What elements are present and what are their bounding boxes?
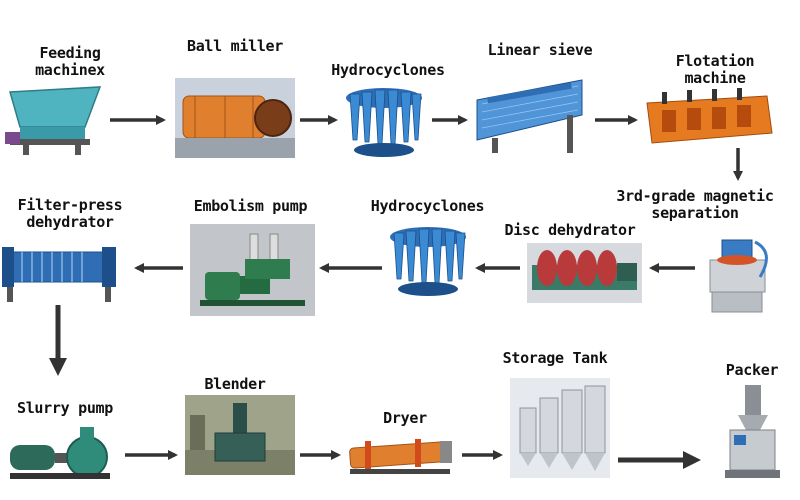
- label-dryer: Dryer: [383, 409, 427, 427]
- label-embolism-pump: Embolism pump: [193, 197, 308, 215]
- flotation-machine-image: [646, 88, 773, 144]
- label-slurry-pump: Slurry pump: [16, 399, 114, 417]
- filter-press-image: [2, 247, 116, 302]
- label-flotation-machine: Flotation machine: [675, 52, 755, 87]
- label-disc-dehydrator: Disc dehydrator: [504, 221, 636, 239]
- packer-image: [725, 385, 780, 478]
- label-blender: Blender: [204, 375, 266, 393]
- label-filter-press: Filter-press dehydrator: [17, 196, 123, 231]
- label-ball-miller: Ball miller: [186, 37, 284, 55]
- slurry-pump-image: [10, 427, 110, 479]
- storage-tank-image: [510, 378, 610, 478]
- label-feeding-machine: Feeding machinex: [35, 44, 105, 79]
- disc-dehydrator-image: [527, 243, 642, 303]
- hydrocyclones-mid-image: [390, 227, 466, 296]
- label-magnetic-separation: 3rd-grade magnetic separation: [616, 187, 774, 222]
- label-hydrocyclones-top: Hydrocyclones: [331, 61, 445, 79]
- dryer-image: [349, 439, 452, 474]
- label-storage-tank: Storage Tank: [502, 349, 608, 367]
- label-linear-sieve: Linear sieve: [487, 41, 593, 59]
- hydrocyclones-top-image: [346, 88, 422, 157]
- feeding-machine-image: [5, 86, 102, 155]
- embolism-pump-image: [190, 224, 315, 316]
- label-hydrocyclones-mid: Hydrocyclones: [370, 197, 485, 215]
- linear-sieve-image: [476, 79, 583, 153]
- magnetic-separation-image: [709, 239, 768, 313]
- blender-image: [185, 395, 295, 475]
- ball-miller-image: [175, 78, 295, 158]
- label-packer: Packer: [725, 361, 779, 379]
